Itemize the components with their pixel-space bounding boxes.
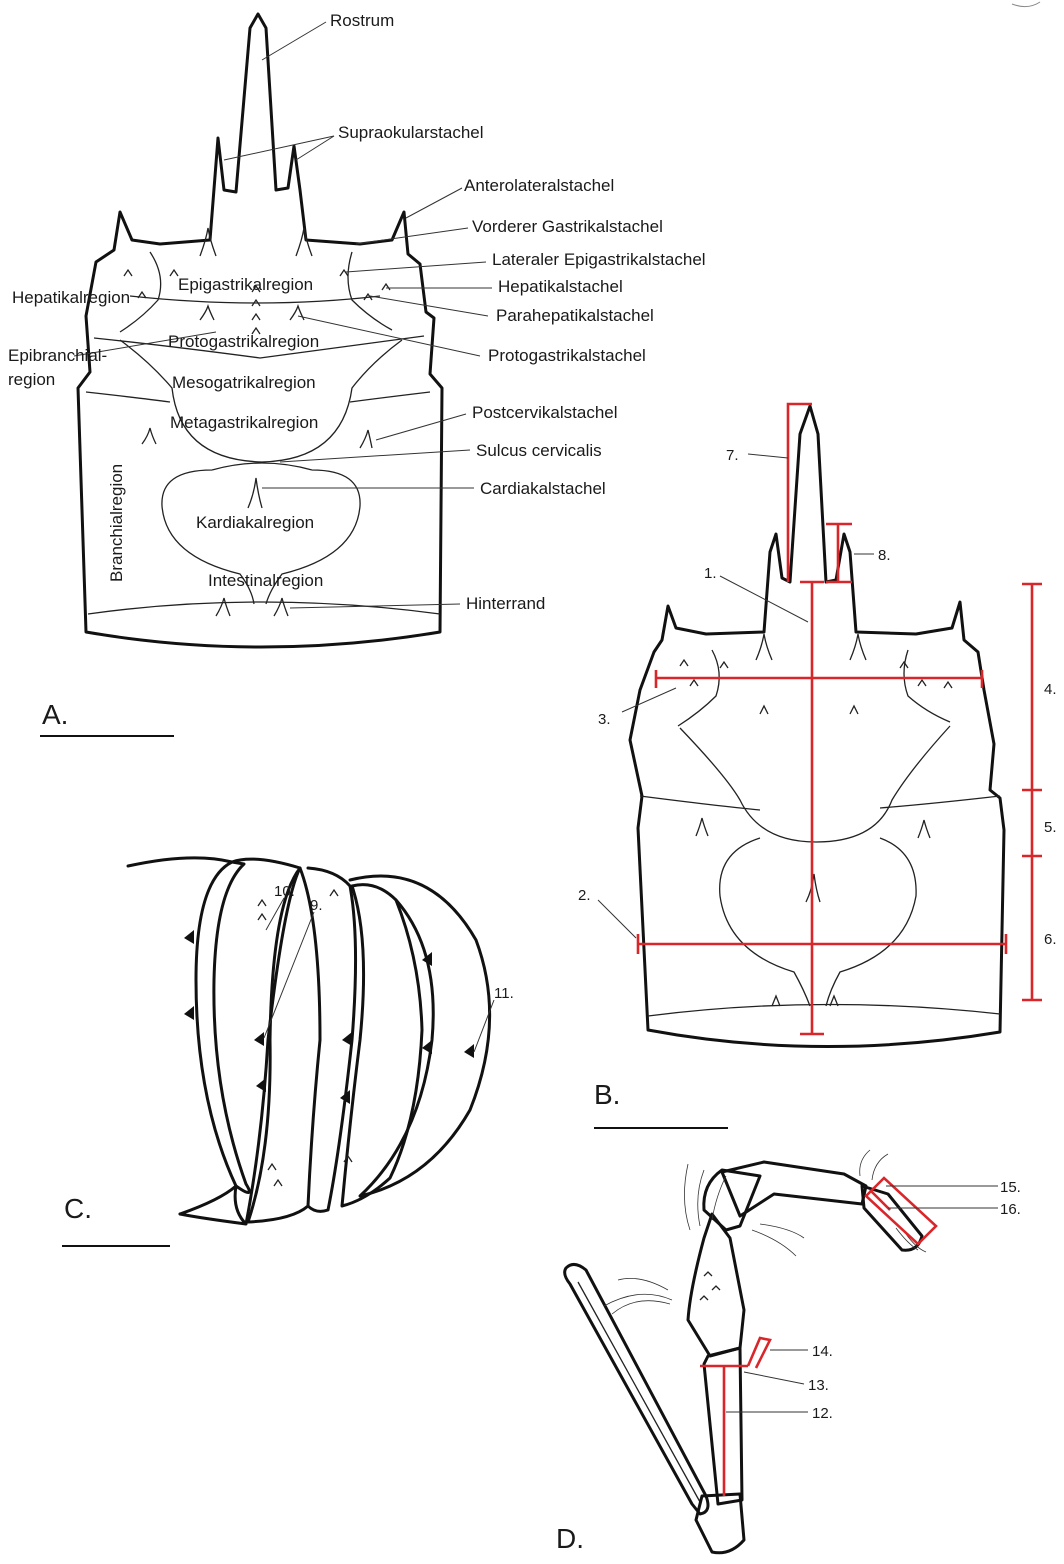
label-vorderer-gastrikalstachel: Vorderer Gastrikalstachel: [472, 217, 663, 236]
panel-label-b: B.: [594, 1079, 620, 1110]
segment-c-6: [350, 876, 490, 1196]
measure-1-length: [800, 582, 824, 1034]
segment-c-lower-arc: [180, 1186, 236, 1214]
panel-d: 15. 16. 14. 13. 12. D.: [556, 1150, 1021, 1554]
spine-b-4: [696, 818, 708, 836]
posterior-line-b: [648, 1004, 1000, 1016]
label-epibranchial-line2: region: [8, 370, 55, 389]
measure-label-1: 1.: [704, 565, 717, 582]
corner-mark: [1012, 2, 1040, 7]
tooth-c-1: [184, 930, 474, 1104]
label-sulcus-cervicalis: Sulcus cervicalis: [476, 441, 602, 460]
carapace-outline-a: [78, 14, 442, 647]
spine-a-7: [248, 478, 262, 508]
measure-4-6-segments: [1022, 584, 1042, 1000]
label-hepatikalstachel: Hepatikalstachel: [498, 277, 623, 296]
measure-label-10: 10.: [274, 883, 295, 900]
label-parahepatikalstachel: Parahepatikalstachel: [496, 306, 654, 325]
leader-anterolateral: [406, 188, 462, 218]
label-intestinalregion: Intestinalregion: [208, 571, 323, 590]
posterior-line-a: [88, 602, 440, 614]
label-hepatikalregion: Hepatikalregion: [12, 288, 130, 307]
spine-b-2: [850, 634, 866, 660]
spine-a-9: [274, 598, 288, 616]
label-metagastrikalregion: Metagastrikalregion: [170, 413, 318, 432]
measure-label-13: 13.: [808, 1377, 829, 1394]
measure-label-9: 9.: [310, 897, 323, 914]
label-branchialregion: Branchialregion: [107, 464, 126, 582]
label-protogastrikalstachel: Protogastrikalstachel: [488, 346, 646, 365]
leader-b-7: [748, 454, 788, 458]
measure-8-supraorbital: [826, 524, 852, 582]
metagastric-b: [680, 726, 950, 842]
spine-b-1: [756, 634, 772, 660]
label-hinterrand: Hinterrand: [466, 594, 545, 613]
label-supraokularstachel: Supraokularstachel: [338, 123, 484, 142]
mesogastric-right-a: [350, 392, 430, 402]
measure-label-11: 11.: [494, 985, 514, 1002]
leader-d-13: [744, 1372, 804, 1384]
measure-label-16: 16.: [1000, 1201, 1021, 1218]
leader-supraokular-2: [296, 136, 334, 160]
hepatic-right-b: [904, 650, 950, 722]
panel-b: 7. 8. 1. 3. 2. 4. 5. 6. B.: [578, 404, 1057, 1128]
spine-d: [700, 1272, 720, 1300]
measure-2-width: [638, 934, 1006, 954]
measure-label-5: 5.: [1044, 819, 1057, 836]
label-lateraler-epigastrikalstachel: Lateraler Epigastrikalstachel: [492, 250, 706, 269]
leader-lateraler-epigastrikal: [346, 262, 486, 272]
label-postcervikalstachel: Postcervikalstachel: [472, 403, 618, 422]
spine-a-8: [216, 598, 230, 616]
appendage-carpus: [688, 1214, 744, 1356]
mesogastric-left-a: [86, 392, 170, 402]
measure-label-6: 6.: [1044, 931, 1057, 948]
leader-rostrum: [262, 22, 326, 60]
measure-label-8: 8.: [878, 547, 891, 564]
spine-a-3: [200, 306, 214, 320]
measure-label-2: 2.: [578, 887, 591, 904]
hepatic-line-right-a: [348, 252, 392, 330]
cardiac-b: [720, 838, 916, 1006]
label-anterolateralstachel: Anterolateralstachel: [464, 176, 614, 195]
measure-label-7: 7.: [726, 447, 739, 464]
measure-3-width: [656, 670, 982, 688]
spine-a-6: [360, 430, 372, 448]
appendage-propodus: [722, 1162, 866, 1216]
label-protogastrikalregion: Protogastrikalregion: [168, 332, 319, 351]
leader-c-11: [474, 1000, 494, 1052]
panel-c: 10. 9. 11. C.: [62, 858, 514, 1246]
measure-label-12: 12.: [812, 1405, 833, 1422]
cervical-b: [640, 796, 1000, 810]
spine-b-5: [918, 820, 930, 838]
measure-label-14: 14.: [812, 1343, 833, 1360]
measure-label-4: 4.: [1044, 681, 1057, 698]
measure-label-3: 3.: [598, 711, 611, 728]
segment-c-1: [196, 862, 249, 1193]
label-epigastrikalregion: Epigastrikalregion: [178, 275, 313, 294]
panel-label-d: D.: [556, 1523, 584, 1554]
label-rostrum: Rostrum: [330, 11, 394, 30]
segment-outer-arc: [128, 858, 232, 866]
setae-d-1: [604, 1150, 926, 1314]
label-cardiakalstachel: Cardiakalstachel: [480, 479, 606, 498]
leader-postcervikal: [376, 414, 466, 440]
label-epibranchial-line1: Epibranchial-: [8, 346, 107, 365]
spine-a-4: [290, 306, 304, 320]
spine-a-5: [142, 428, 156, 444]
spine-b-8: [680, 660, 952, 688]
leader-vorderer-gastrikal: [356, 228, 468, 244]
panel-label-c: C.: [64, 1193, 92, 1224]
carapace-outline-b: [630, 406, 1004, 1047]
label-kardiakalregion: Kardiakalregion: [196, 513, 314, 532]
label-mesogastrikalregion: Mesogatrikalregion: [172, 373, 316, 392]
leader-b-2: [598, 900, 636, 938]
measure-14: [748, 1338, 770, 1368]
panel-label-a: A.: [42, 699, 68, 730]
leader-b-3: [622, 688, 676, 712]
appendage-long-inner: [578, 1282, 700, 1502]
panel-a: Rostrum Supraokularstachel Anterolateral…: [8, 11, 706, 736]
spine-b-3: [760, 706, 858, 714]
measure-label-15: 15.: [1000, 1179, 1021, 1196]
